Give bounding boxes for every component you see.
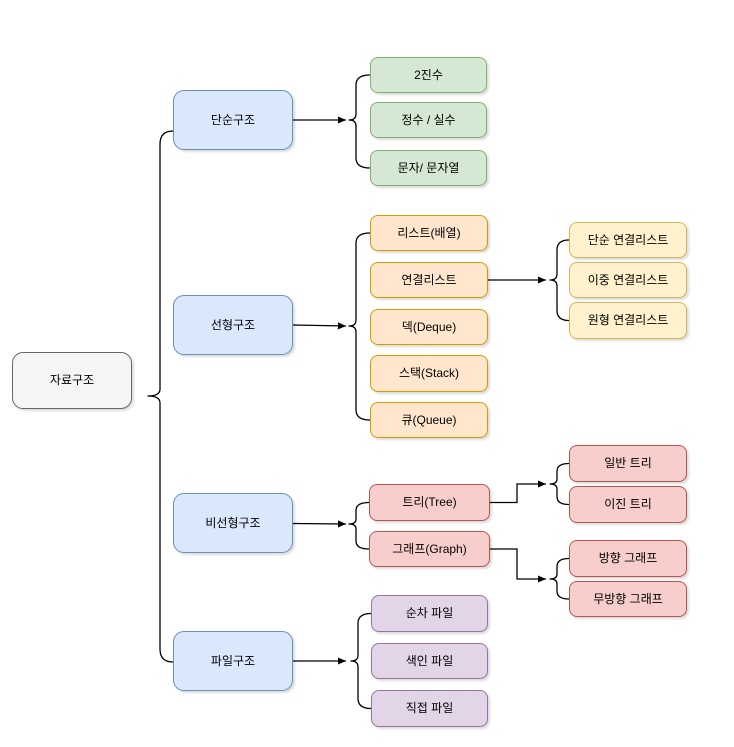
- brace-nonlinear-group: [348, 501, 370, 550]
- node-label: 색인 파일: [405, 653, 454, 668]
- node-label: 정수 / 실수: [401, 112, 456, 127]
- brace-graph-group: [549, 557, 570, 600]
- node-direct-file: 직접 파일: [371, 690, 488, 727]
- node-circular-list: 원형 연결리스트: [569, 302, 687, 339]
- node-char-string: 문자/ 문자열: [370, 150, 487, 186]
- arrow-linear-children: [292, 322, 347, 330]
- node-label: 이진 트리: [604, 497, 652, 511]
- node-general-tree: 일반 트리: [569, 445, 687, 482]
- node-tree: 트리(Tree): [369, 484, 490, 521]
- node-label: 문자/ 문자열: [397, 160, 460, 175]
- brace-tree-group: [549, 462, 570, 506]
- arrow-tree-children: [490, 480, 546, 504]
- node-label: 리스트(배열): [397, 225, 461, 240]
- node-sequential-file: 순차 파일: [371, 595, 488, 632]
- node-undirected-graph: 무방향 그래프: [569, 581, 687, 617]
- node-label: 단순 연결리스트: [587, 232, 669, 247]
- node-queue: 큐(Queue): [370, 402, 488, 438]
- brace-root-group: [147, 130, 174, 663]
- node-linear: 선형구조: [173, 295, 293, 355]
- node-binary-tree: 이진 트리: [569, 486, 687, 523]
- node-label: 비선형구조: [205, 515, 261, 530]
- node-singly-list: 단순 연결리스트: [569, 222, 687, 258]
- node-linked-list: 연결리스트: [370, 262, 488, 298]
- node-binary: 2진수: [370, 57, 487, 93]
- arrow-graph-children: [490, 548, 546, 583]
- node-label: 파일구조: [210, 653, 256, 668]
- node-label: 덱(Deque): [401, 319, 457, 334]
- node-list-array: 리스트(배열): [370, 215, 488, 251]
- node-label: 2진수: [414, 67, 443, 82]
- node-label: 자료구조: [49, 373, 95, 387]
- node-index-file: 색인 파일: [371, 643, 488, 679]
- node-label: 이중 연결리스트: [587, 272, 669, 287]
- node-label: 순차 파일: [405, 606, 454, 620]
- node-label: 선형구조: [210, 317, 256, 332]
- node-doubly-list: 이중 연결리스트: [569, 262, 687, 298]
- node-file: 파일구조: [173, 631, 293, 691]
- node-label: 무방향 그래프: [593, 591, 663, 606]
- node-label: 원형 연결리스트: [587, 313, 669, 327]
- node-stack: 스택(Stack): [370, 355, 488, 392]
- brace-linkedlist-group: [549, 239, 570, 322]
- node-label: 일반 트리: [604, 456, 652, 470]
- node-deque: 덱(Deque): [370, 309, 488, 345]
- node-label: 직접 파일: [405, 701, 454, 715]
- node-label: 트리(Tree): [402, 495, 457, 509]
- node-label: 단순구조: [210, 112, 256, 127]
- brace-linear-group: [348, 232, 371, 421]
- node-root: 자료구조: [12, 352, 132, 409]
- node-simple: 단순구조: [173, 90, 293, 150]
- brace-file-group: [350, 612, 372, 710]
- node-label: 스택(Stack): [398, 366, 460, 380]
- node-label: 큐(Queue): [401, 412, 457, 427]
- node-graph: 그래프(Graph): [369, 531, 490, 567]
- node-directed-graph: 방향 그래프: [569, 540, 687, 577]
- node-label: 그래프(Graph): [392, 541, 467, 556]
- brace-simple-group: [348, 74, 371, 169]
- node-int-real: 정수 / 실수: [370, 102, 487, 138]
- node-label: 연결리스트: [401, 272, 457, 287]
- node-label: 방향 그래프: [598, 551, 658, 565]
- arrow-nonlinear-children: [292, 520, 347, 528]
- node-nonlinear: 비선형구조: [173, 493, 293, 553]
